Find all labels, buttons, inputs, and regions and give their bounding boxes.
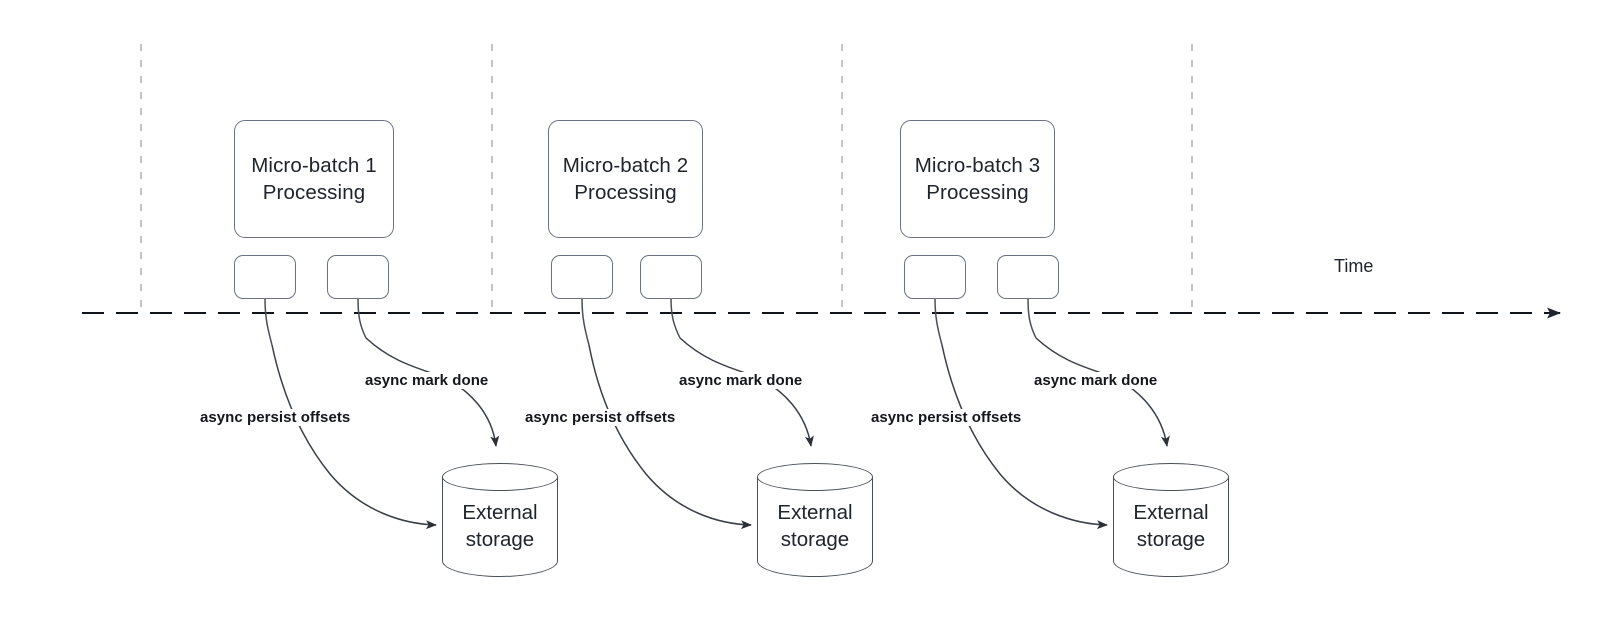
micro-batch-box-2-line-2: Processing xyxy=(574,181,677,204)
markdone-edge-label-1: async mark done xyxy=(363,372,491,389)
external-storage-2-line-1: External xyxy=(777,501,853,524)
markdone-edge-1-stub xyxy=(357,298,367,339)
external-storage-2-label: External storage xyxy=(757,499,873,554)
external-storage-3-top xyxy=(1113,463,1229,491)
micro-batch-box-1-line-2: Processing xyxy=(262,181,366,204)
markdone-tick-box-2[interactable] xyxy=(640,255,702,299)
external-storage-3-body xyxy=(1113,477,1229,577)
persist-edge-label-3: async persist offsets xyxy=(869,409,1024,426)
persist-edge-1-stub xyxy=(264,298,273,346)
external-storage-3-line-1: External xyxy=(1133,501,1209,524)
markdone-edge-label-2: async mark done xyxy=(677,372,805,389)
micro-batch-box-2[interactable]: Micro-batch 2 Processing xyxy=(548,120,703,238)
external-storage-2[interactable]: External storage xyxy=(757,463,873,577)
external-storage-2-body xyxy=(757,477,873,577)
persist-tick-box-1[interactable] xyxy=(234,255,296,299)
persist-edge-2-stub xyxy=(581,298,590,346)
time-axis-label: Time xyxy=(1334,256,1374,276)
micro-batch-box-3-line-1: Micro-batch 3 xyxy=(914,153,1041,177)
external-storage-3-label: External storage xyxy=(1113,499,1229,554)
markdone-edge-2-stub xyxy=(670,298,681,339)
micro-batch-box-2-line-1: Micro-batch 2 xyxy=(562,153,689,177)
markdone-tick-box-3[interactable] xyxy=(997,255,1059,299)
markdone-edge-2-curve xyxy=(679,337,814,447)
persist-edge-3-stub xyxy=(934,298,943,346)
persist-tick-box-2[interactable] xyxy=(551,255,613,299)
external-storage-1-line-2: storage xyxy=(465,528,535,552)
persist-edge-label-1: async persist offsets xyxy=(198,409,353,426)
persist-tick-box-3[interactable] xyxy=(904,255,966,299)
persist-edge-label-2: async persist offsets xyxy=(523,409,678,426)
external-storage-1-label: External storage xyxy=(442,499,558,554)
markdone-tick-box-1[interactable] xyxy=(327,255,389,299)
external-storage-2-top xyxy=(757,463,873,491)
micro-batch-box-3[interactable]: Micro-batch 3 Processing xyxy=(900,120,1055,238)
markdone-edge-3-stub xyxy=(1027,298,1037,339)
external-storage-1[interactable]: External storage xyxy=(442,463,558,577)
external-storage-3-line-2: storage xyxy=(1136,528,1206,552)
markdone-edge-label-3: async mark done xyxy=(1032,372,1160,389)
markdone-edge-3-curve xyxy=(1035,337,1170,447)
external-storage-2-line-2: storage xyxy=(780,528,850,552)
micro-batch-box-1-line-1: Micro-batch 1 xyxy=(251,153,377,177)
micro-batch-box-3-line-2: Processing xyxy=(926,181,1029,204)
external-storage-1-body xyxy=(442,477,558,577)
external-storage-1-top xyxy=(442,463,558,491)
external-storage-1-line-1: External xyxy=(462,501,538,524)
external-storage-3[interactable]: External storage xyxy=(1113,463,1229,577)
micro-batch-box-1[interactable]: Micro-batch 1 Processing xyxy=(234,120,394,238)
markdone-edge-1-curve xyxy=(365,337,500,447)
